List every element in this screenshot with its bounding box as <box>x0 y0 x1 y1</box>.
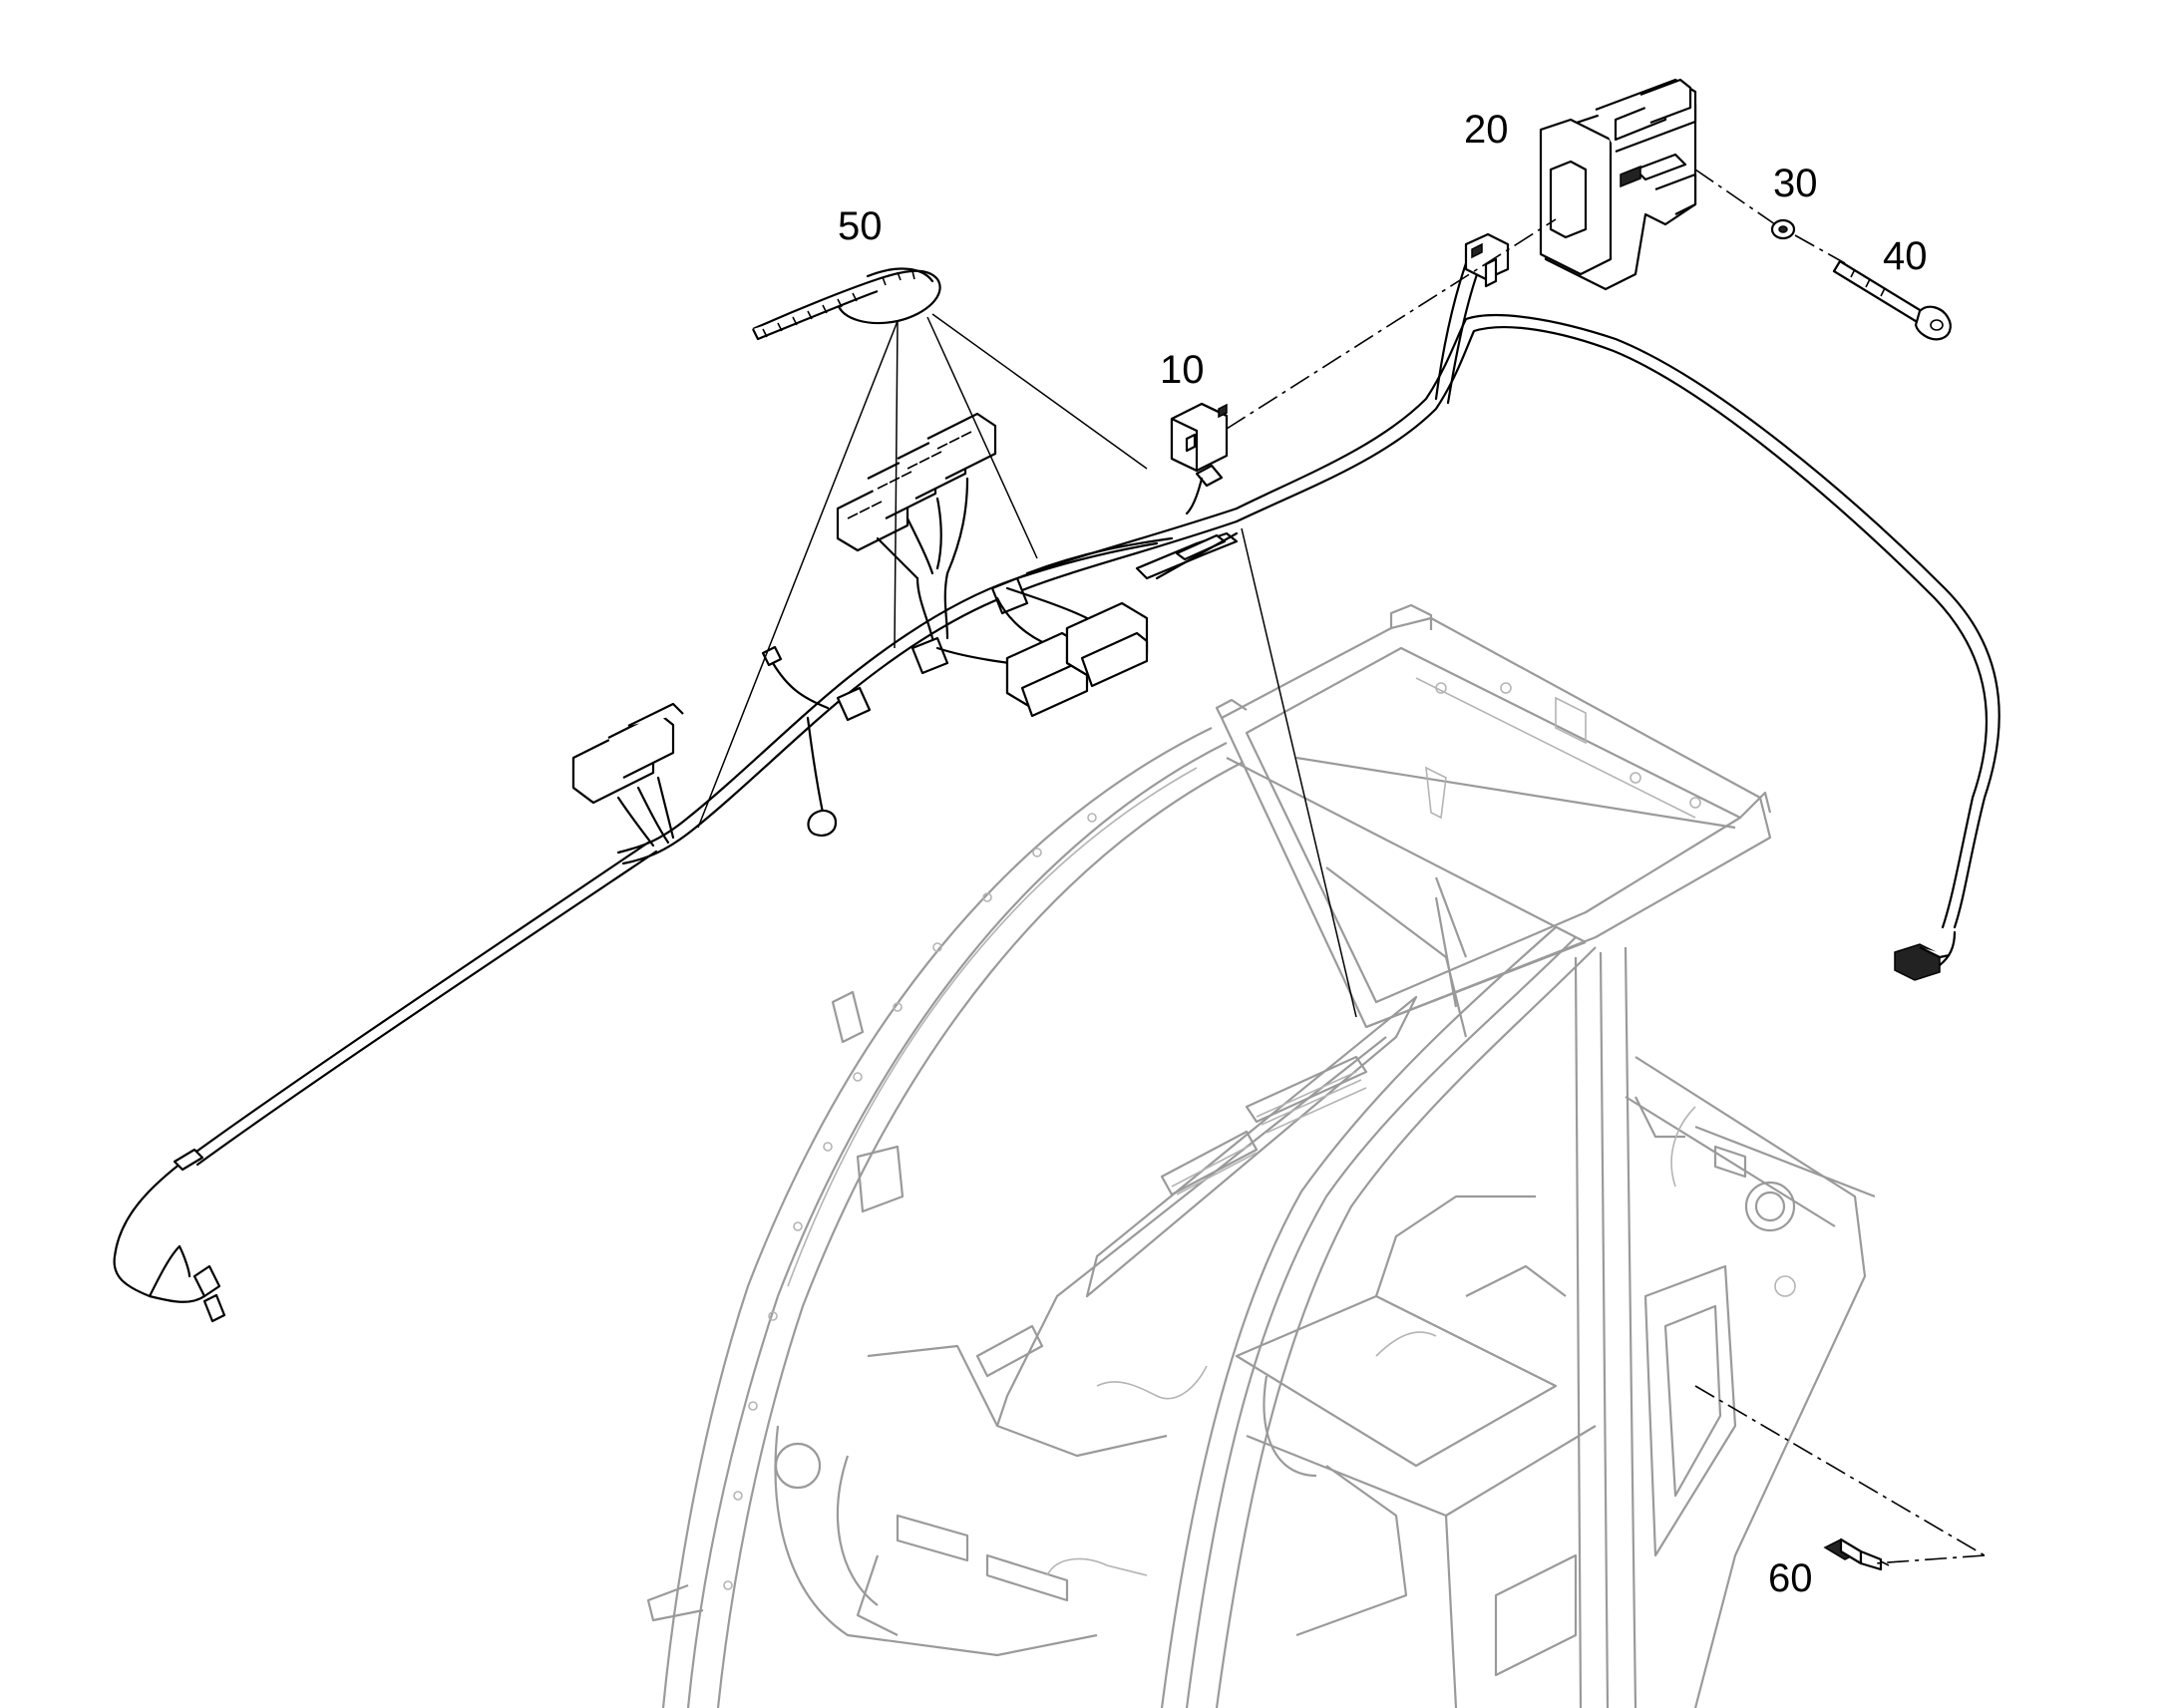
connector-cluster-left <box>571 702 684 848</box>
part-50-cable-tie <box>752 267 941 341</box>
harness-end-connector-upper <box>1464 232 1510 288</box>
leader-lines <box>697 169 1986 1564</box>
callout-50: 50 <box>838 204 883 248</box>
part-30-washer <box>1770 218 1796 240</box>
connector-pair-large <box>1005 601 1149 718</box>
callout-60: 60 <box>1768 1556 1813 1600</box>
part-40-bolt <box>1832 259 1952 341</box>
wiring-harness <box>113 245 2000 1323</box>
part-20-module <box>1539 78 1697 291</box>
callout-labels: 10 20 30 40 50 60 <box>838 108 1928 1600</box>
cab-frame <box>646 603 1876 1708</box>
callout-10: 10 <box>1160 348 1205 392</box>
harness-end-connector-right <box>1894 930 1957 981</box>
callout-20: 20 <box>1464 108 1509 152</box>
callout-30: 30 <box>1773 162 1818 205</box>
part-10-connector <box>1170 402 1229 515</box>
connector-cluster-center <box>836 412 997 640</box>
callout-40: 40 <box>1883 234 1928 278</box>
part-60-connector <box>1823 1537 1890 1571</box>
